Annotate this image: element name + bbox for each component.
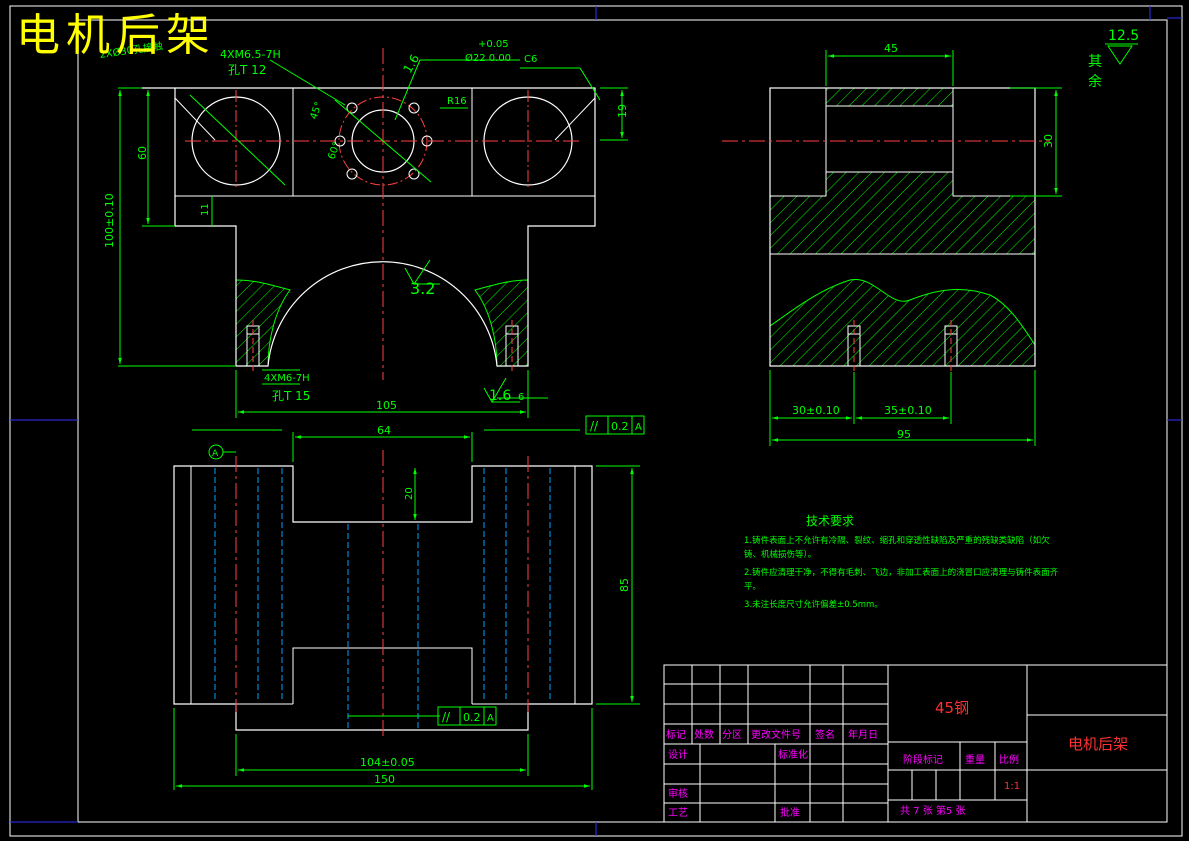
tech-line-2: 2.铸件应清理干净，不得有毛刺、飞边，非加工表面上的浇冒口应清理与铸件表面齐 [744, 567, 1059, 578]
top-tol2-symbol: // [442, 710, 451, 724]
front-view: 2XØ30孔接触 4XM6.5-7H 孔T 12 1.6 +0.05 Ø22 0… [99, 39, 629, 418]
header-zone: 分区 [722, 729, 742, 741]
front-hole-spec: 4XM6.5-7H [220, 48, 281, 61]
front-angle-45: 45° [308, 101, 324, 121]
top-tol-datum: A [635, 422, 642, 433]
side-dim-95: 95 [897, 428, 911, 441]
header-mark: 标记 [666, 729, 686, 741]
side-dim-30b: 30±0.10 [792, 404, 840, 417]
label-design: 设计 [668, 748, 688, 761]
tech-heading: 技术要求 [806, 514, 854, 528]
tech-line-2b: 平。 [744, 582, 761, 592]
label-approve: 批准 [780, 806, 800, 819]
front-dim-11: 11 [200, 203, 211, 216]
front-chamfer: C6 [524, 54, 537, 65]
header-change-doc: 更改文件号 [751, 728, 801, 741]
label-process: 工艺 [668, 807, 688, 819]
roughness-value: 12.5 [1108, 28, 1139, 44]
header-signature: 签名 [815, 728, 835, 741]
label-scale: 比例 [999, 753, 1019, 766]
side-view: 45 30 30±0.10 35±0.10 95 [722, 42, 1062, 446]
top-dim-64: 64 [377, 424, 391, 437]
top-tol2-value: 0.2 [463, 711, 481, 724]
header-date: 年月日 [848, 728, 878, 741]
front-dim-19: 19 [616, 104, 629, 118]
top-dim-85: 85 [618, 578, 631, 592]
front-bore-dim: Ø22 0.00 [465, 52, 511, 64]
front-dim-60: 60 [136, 146, 149, 160]
side-dim-35: 35±0.10 [884, 404, 932, 417]
part-name: 电机后架 [1068, 735, 1128, 753]
roughness-note: 12.5 其 余 [1088, 28, 1139, 90]
roughness-label-2: 余 [1088, 73, 1102, 90]
front-tol-upper: +0.05 [478, 39, 509, 50]
label-review: 审核 [668, 787, 688, 800]
drawing-frame [9, 5, 1183, 837]
scale-value: 1:1 [1004, 781, 1020, 792]
side-dim-45: 45 [884, 42, 898, 55]
label-stage: 阶段标记 [903, 753, 943, 766]
tech-line-3: 3.未注长度尺寸允许偏差±0.5mm。 [744, 599, 883, 610]
tech-line-1: 1.铸件表面上不允许有冷隔、裂纹、缩孔和穿透性缺陷及严重的残缺类缺陷（如欠 [744, 535, 1050, 546]
top-dim-150: 150 [374, 773, 395, 786]
label-standard: 标准化 [778, 748, 808, 761]
front-roughness-16b: 1.6 [489, 388, 511, 404]
front-dim-105: 105 [376, 399, 397, 412]
roughness-label-1: 其 [1088, 54, 1102, 70]
tech-requirements: 技术要求 1.铸件表面上不允许有冷隔、裂纹、缩孔和穿透性缺陷及严重的残缺类缺陷（… [744, 514, 1059, 610]
front-radius: R16 [447, 96, 467, 107]
top-tol-symbol: // [590, 419, 599, 433]
front-roughness-32: 3.2 [410, 279, 435, 298]
material: 45钢 [935, 699, 969, 717]
top-tol2-datum: A [487, 713, 494, 724]
front-angle-60: 60° [326, 141, 342, 161]
top-view: A 64 20 85 // 0.2 A // 0.2 A 104±0.05 15… [173, 415, 645, 790]
title-block: 45钢 电机后架 标记 处数 分区 更改文件号 签名 年月日 设计 标准化 阶段… [663, 664, 1168, 823]
front-dim-6: 6 [518, 392, 524, 403]
front-thread-depth: 孔T 15 [272, 389, 310, 403]
label-weight: 重量 [965, 753, 985, 766]
top-datum-label: A [212, 449, 219, 459]
top-dim-20: 20 [404, 487, 415, 500]
header-count: 处数 [694, 728, 714, 741]
front-roughness-16a: 1.6 [400, 52, 422, 76]
top-dim-104: 104±0.05 [360, 756, 415, 769]
tech-line-1b: 铸、机械损伤等）。 [744, 549, 816, 560]
front-dim-100: 100±0.10 [103, 193, 116, 248]
top-tol-value: 0.2 [611, 420, 629, 433]
front-hole-depth: 孔T 12 [228, 63, 266, 77]
front-thread-spec: 4XM6-7H [264, 373, 310, 384]
drawing-title: 电机后架 [16, 10, 216, 61]
side-dim-30: 30 [1042, 134, 1055, 148]
sheet-info: 共 7 张 第5 张 [900, 804, 965, 817]
